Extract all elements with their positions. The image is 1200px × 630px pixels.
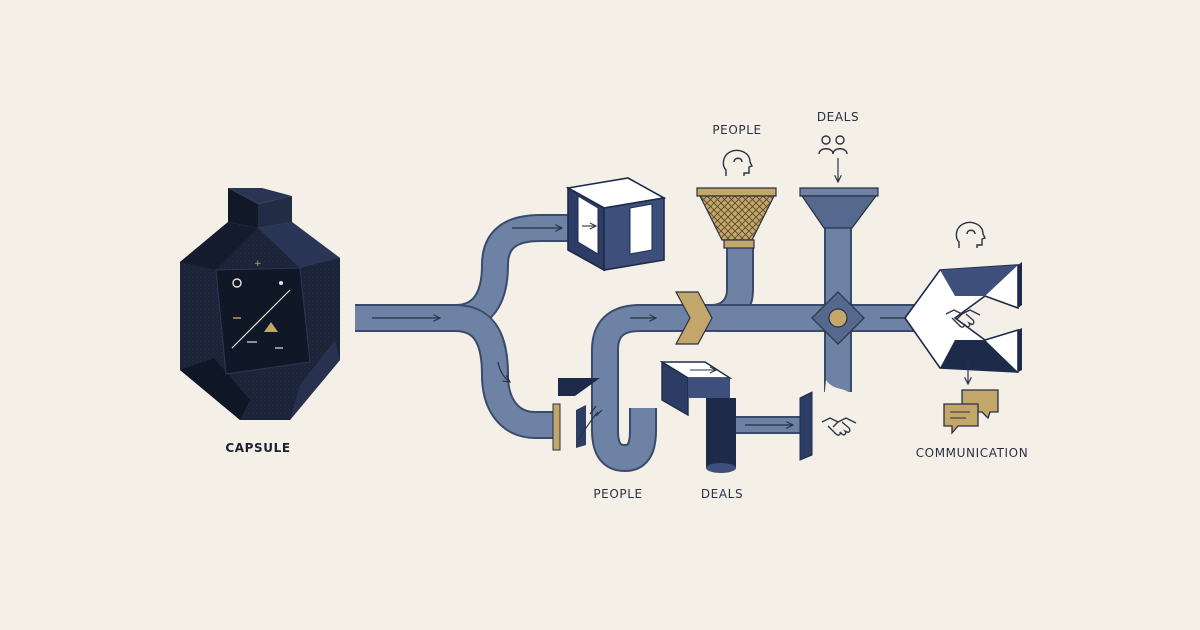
frame-box xyxy=(565,177,667,272)
lower-fittings xyxy=(552,360,813,473)
capsule-symbols: + xyxy=(231,259,291,349)
capsule-label: CAPSULE xyxy=(225,441,290,455)
output-bracket xyxy=(904,262,1022,373)
arrow-icon xyxy=(497,361,510,382)
people-bottom-label: PEOPLE xyxy=(593,487,642,501)
chat-bubbles-icon xyxy=(943,389,999,435)
handshake-icon xyxy=(945,309,981,328)
people-funnel xyxy=(674,187,777,345)
head-icon xyxy=(955,221,986,248)
svg-text:+: + xyxy=(254,259,262,269)
junction xyxy=(811,291,865,345)
deals-bottom-label: DEALS xyxy=(701,487,743,501)
capsule-bottle: + xyxy=(180,188,340,420)
people-top-label: PEOPLE xyxy=(712,123,761,137)
people-icon xyxy=(818,135,848,155)
communication-label: COMMUNICATION xyxy=(916,446,1029,460)
handshake-icon xyxy=(821,417,857,436)
wave-hand-icon xyxy=(577,405,603,441)
deals-funnel xyxy=(799,187,879,229)
head-icon xyxy=(722,149,753,176)
deals-top-label: DEALS xyxy=(817,110,859,124)
